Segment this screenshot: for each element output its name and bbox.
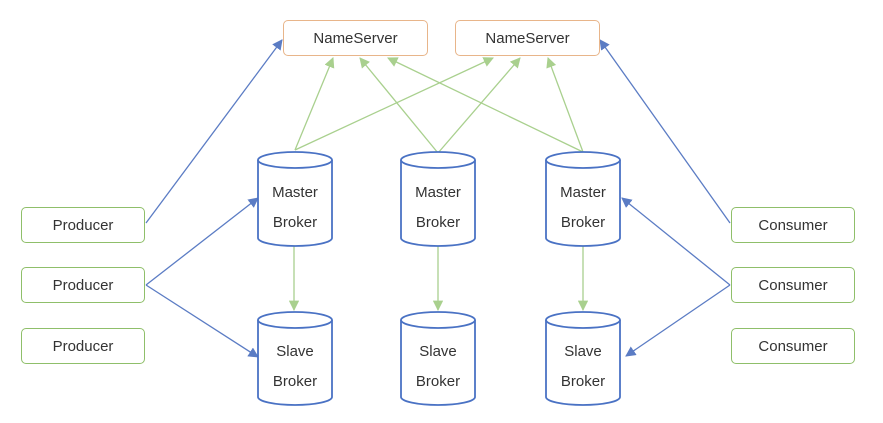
client-arrows — [145, 39, 731, 358]
arrow-producer2-to-slave1 — [145, 284, 259, 358]
arrow-producer1-to-ns1 — [145, 39, 283, 224]
slave-broker-2-top — [400, 311, 476, 329]
master-broker-3-label: Master Broker — [545, 178, 621, 238]
arrow-master1-to-ns2 — [294, 57, 494, 151]
consumer-2: Consumer — [731, 267, 855, 303]
master-broker-2-line2: Broker — [415, 214, 461, 231]
arrow-producer2-to-master1 — [145, 197, 259, 286]
arrow-consumer2-to-slave3 — [625, 284, 731, 357]
arrow-master3-to-ns2 — [546, 57, 584, 153]
master-broker-3-line2: Broker — [560, 214, 606, 231]
master-broker-2-top — [400, 151, 476, 169]
slave-broker-1-line1: Slave — [276, 343, 314, 360]
slave-broker-3-top — [545, 311, 621, 329]
consumer-1-label: Consumer — [758, 216, 828, 234]
nameserver-1: NameServer — [283, 20, 428, 56]
arrow-master2-to-ns1 — [359, 57, 439, 154]
arrow-master1-to-ns1 — [294, 57, 335, 151]
slave-broker-1-body — [257, 320, 333, 406]
slave-broker-1-top — [257, 311, 333, 329]
consumer-3: Consumer — [731, 328, 855, 364]
producer-3-label: Producer — [52, 337, 114, 355]
slave-broker-3-line2: Broker — [560, 373, 606, 390]
master-broker-1-label: Master Broker — [257, 178, 333, 238]
master-broker-2-body — [400, 160, 476, 247]
nameserver-1-label: NameServer — [313, 29, 398, 47]
arrow-master2-to-ns2 — [437, 57, 521, 154]
producer-2: Producer — [21, 267, 145, 303]
master-broker-1-body — [257, 160, 333, 247]
master-broker-1-line2: Broker — [272, 214, 318, 231]
master-broker-2-label: Master Broker — [400, 178, 476, 238]
slave-broker-2-line1: Slave — [419, 343, 457, 360]
master-broker-2-line1: Master — [415, 184, 461, 201]
master-broker-1-top — [257, 151, 333, 169]
consumer-3-label: Consumer — [758, 337, 828, 355]
slave-broker-1-line2: Broker — [272, 373, 318, 390]
broker-cylinders — [257, 151, 621, 406]
master-broker-3-top — [545, 151, 621, 169]
arrow-master3-to-ns1 — [387, 57, 584, 153]
producer-1: Producer — [21, 207, 145, 243]
consumer-2-label: Consumer — [758, 276, 828, 294]
broker-registration-arrows — [288, 57, 589, 312]
slave-broker-2-line2: Broker — [415, 373, 461, 390]
nameserver-2: NameServer — [455, 20, 600, 56]
slave-broker-2-body — [400, 320, 476, 406]
producer-1-label: Producer — [52, 216, 114, 234]
producer-2-label: Producer — [52, 276, 114, 294]
slave-broker-2-label: Slave Broker — [400, 337, 476, 397]
slave-broker-3-body — [545, 320, 621, 406]
slave-broker-3-label: Slave Broker — [545, 337, 621, 397]
master-broker-3-body — [545, 160, 621, 247]
slave-broker-3-line1: Slave — [564, 343, 602, 360]
arrow-consumer2-to-master3 — [621, 197, 731, 286]
consumer-1: Consumer — [731, 207, 855, 243]
slave-broker-1-label: Slave Broker — [257, 337, 333, 397]
master-broker-1-line1: Master — [272, 184, 318, 201]
nameserver-2-label: NameServer — [485, 29, 570, 47]
master-broker-3-line1: Master — [560, 184, 606, 201]
producer-3: Producer — [21, 328, 145, 364]
arrow-consumer1-to-ns2 — [599, 39, 731, 224]
